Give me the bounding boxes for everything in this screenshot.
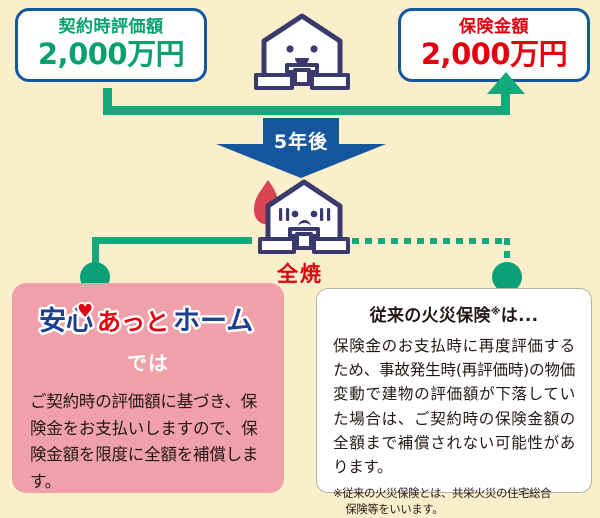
- flame-icon: [254, 180, 280, 225]
- traditional-insurance-title-text: 従来の火災保険: [369, 306, 491, 326]
- traditional-insurance-title-suffix: は...: [500, 306, 539, 326]
- connector-left-horizontal: [92, 237, 252, 244]
- svg-text:♥: ♥: [77, 301, 93, 322]
- insured-amount-amount: 2,000万円: [420, 37, 568, 72]
- svg-text:ホーム: ホーム: [173, 306, 253, 337]
- flow-line-horizontal: [103, 106, 510, 115]
- traditional-insurance-title-mark: ※: [490, 306, 501, 318]
- svg-text:ホーム: ホーム: [173, 306, 253, 337]
- traditional-insurance-panel: 従来の火災保険※は... 保険金のお支払時に再度評価するため、事故発生時(再評価…: [316, 288, 592, 516]
- flow-line-left-vertical: [103, 88, 112, 114]
- insured-amount-box: 保険金額 2,000万円: [398, 8, 590, 82]
- traditional-insurance-description: 保険金のお支払時に再度評価するため、事故発生時(再評価時)の物価変動で建物の評価…: [333, 337, 575, 476]
- node-dot-icon-right: [492, 262, 522, 292]
- five-years-later-arrow: 5年後: [216, 118, 386, 178]
- diagram-canvas: 契約時評価額 2,000万円 保険金額 2,000万円: [12, 8, 592, 516]
- traditional-insurance-footnote: ※従来の火災保険とは、共栄火災の住宅総合 保険等をいいます。: [333, 486, 575, 518]
- footnote-line-1: ※従来の火災保険とは、共栄火災の住宅総合: [333, 487, 552, 501]
- contract-value-label: 契約時評価額: [58, 17, 164, 38]
- svg-text:あっと: あっと: [97, 308, 169, 336]
- traditional-insurance-title: 従来の火災保険※は...: [333, 301, 575, 326]
- flow-line-right-vertical: [501, 88, 510, 115]
- contract-value-amount: 2,000万円: [37, 37, 185, 72]
- anshin-subtitle: では: [127, 351, 169, 375]
- svg-text:安心: 安心: [39, 306, 93, 337]
- svg-text:安心: 安心: [39, 306, 93, 337]
- total-loss-caption: 全焼: [277, 262, 323, 286]
- connector-right-horizontal-dashed: [352, 238, 510, 244]
- five-years-later-label: 5年後: [273, 130, 329, 153]
- anshin-at-home-logo: 安心 安心 ♥ ♥ あっと あっと ホーム ホーム: [30, 301, 266, 343]
- insured-amount-label: 保険金額: [459, 17, 529, 38]
- anshin-at-home-panel: 安心 安心 ♥ ♥ あっと あっと ホーム ホーム では ご契約時の評価額に基づ…: [12, 283, 284, 493]
- contract-value-box: 契約時評価額 2,000万円: [15, 8, 207, 82]
- footnote-line-2: 保険等をいいます。: [345, 503, 444, 517]
- svg-text:♥: ♥: [77, 301, 93, 322]
- svg-text:あっと: あっと: [97, 308, 169, 336]
- connector-right-vertical-dashed: [504, 238, 510, 274]
- arrow-up-icon: [487, 72, 525, 94]
- connector-left-vertical: [92, 237, 99, 273]
- house-smiling-icon: [252, 10, 352, 94]
- house-burning-icon: [246, 176, 356, 258]
- anshin-description: ご契約時の評価額に基づき、保険金をお支払いしますので、保険金額を限度に全額を補償…: [30, 392, 259, 492]
